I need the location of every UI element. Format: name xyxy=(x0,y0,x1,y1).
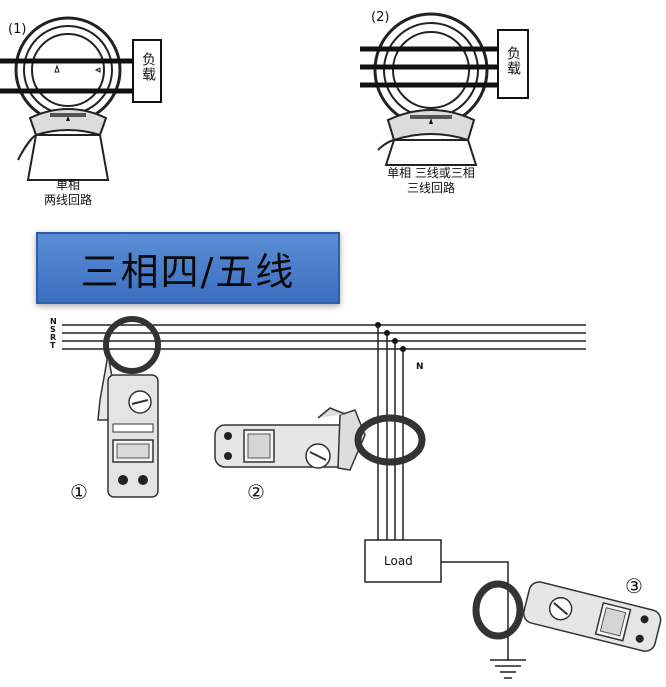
phase-label-r: R xyxy=(50,333,57,342)
load-box-1 xyxy=(132,39,162,103)
diagram-2-number: (2) xyxy=(371,10,390,25)
meter-3 xyxy=(472,580,662,652)
phase-label-n: N xyxy=(50,317,57,326)
caption-2-line1: 单相 三线或三相 xyxy=(387,166,475,180)
banner-title: 三相四/五线 xyxy=(36,232,340,304)
drop-lines xyxy=(377,325,404,540)
clamp-diagram-2 xyxy=(360,12,529,166)
clamp-diagram-1 xyxy=(0,16,162,181)
neutral-label: N xyxy=(416,362,424,372)
meter-2 xyxy=(214,407,426,471)
load-label-2: 负载 xyxy=(505,46,521,76)
bus-junctions xyxy=(375,322,406,352)
load-label-3: Load xyxy=(384,554,413,568)
load-box-2 xyxy=(497,29,529,99)
load-label-1: 负载 xyxy=(140,52,156,82)
caption-1-line1: 单相 xyxy=(55,178,80,192)
meter-1-number: ① xyxy=(70,480,88,504)
caption-2-line2: 三线回路 xyxy=(406,181,455,195)
bus-lines xyxy=(62,324,586,350)
diagram-1-number: (1) xyxy=(8,22,27,37)
meter-1 xyxy=(97,316,161,498)
phase-label-s: S xyxy=(50,325,56,334)
phase-labels: N S R T xyxy=(50,318,60,350)
phase-label-t: T xyxy=(50,341,56,350)
meter-2-number: ② xyxy=(247,480,265,504)
load-box-3 xyxy=(364,539,442,583)
ground-wire xyxy=(441,561,526,679)
caption-1-line2: 两线回路 xyxy=(43,193,92,207)
meter-3-number: ③ xyxy=(625,574,643,598)
